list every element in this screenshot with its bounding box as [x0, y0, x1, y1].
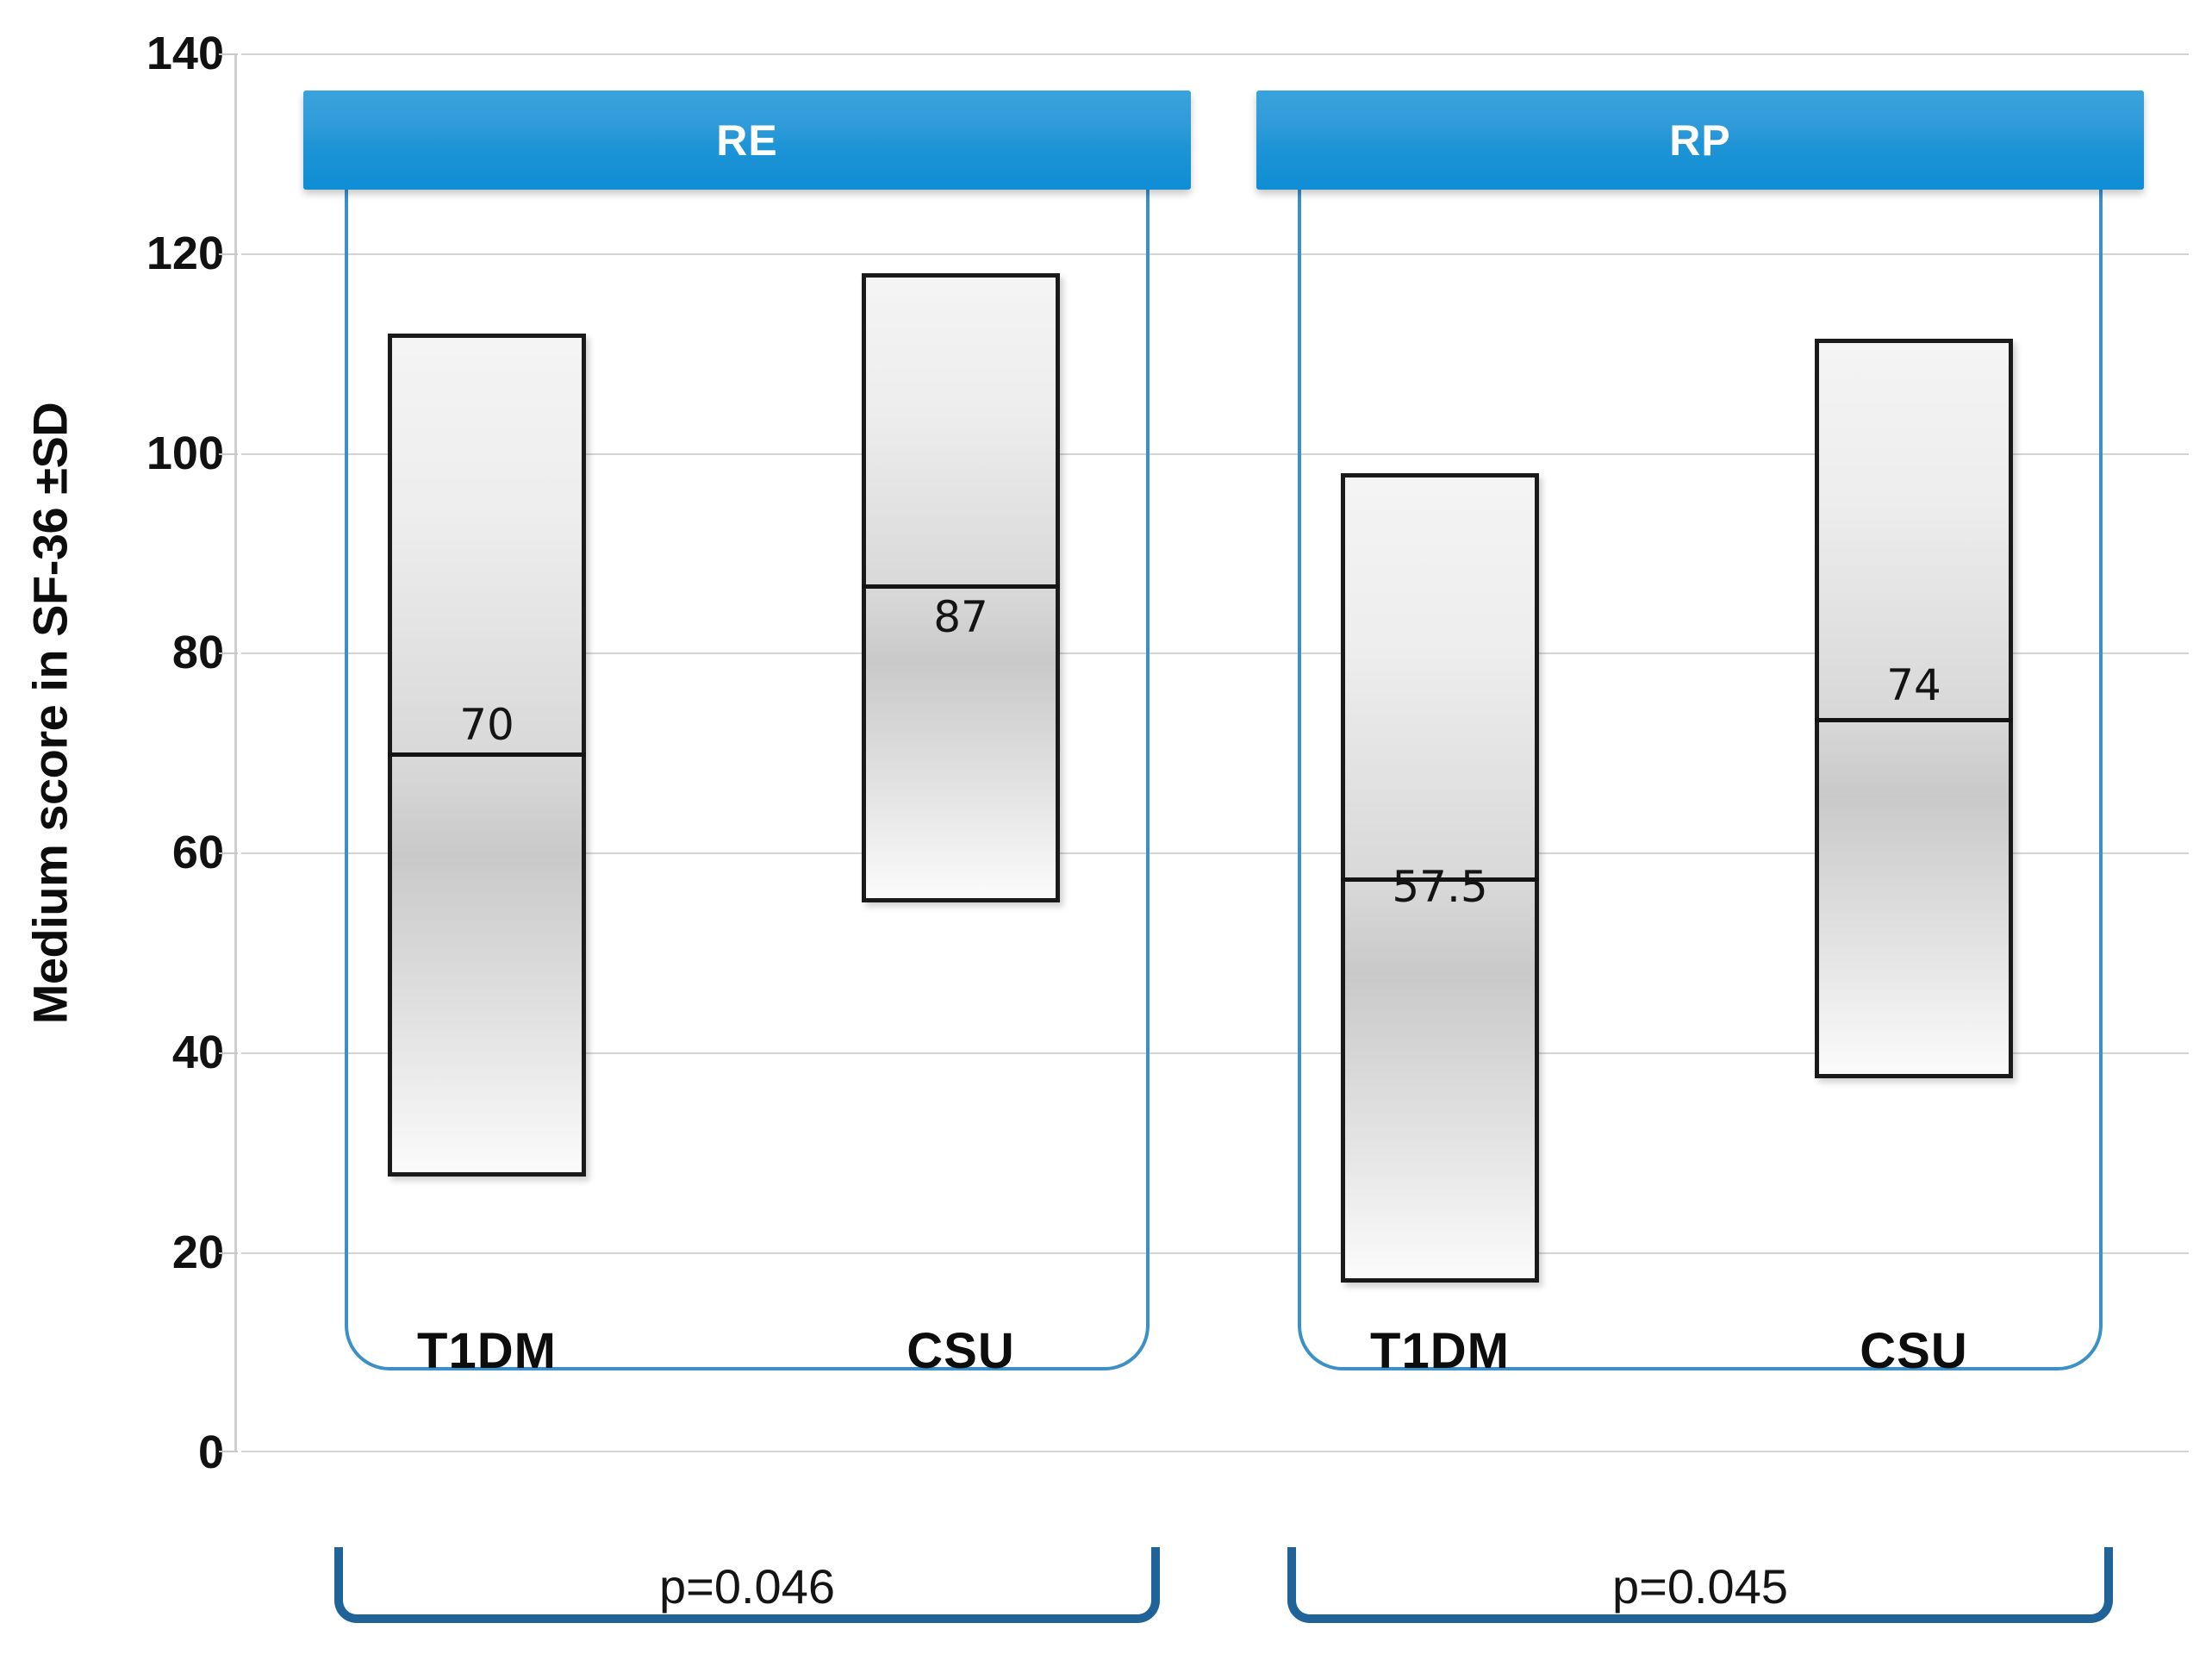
- gridline-80: [241, 652, 2189, 654]
- group-banner-rp-label: RP: [1669, 115, 1731, 165]
- p-value-label-rp: p=0.045: [1612, 1559, 1788, 1614]
- p-value-bracket-rp: [1287, 1547, 2113, 1623]
- gridline-0: [241, 1451, 2189, 1452]
- value-label-rp-csu: 74: [1886, 660, 1941, 710]
- y-tick-label-40: 40: [171, 1027, 224, 1078]
- value-label-re-t1dm: 70: [459, 700, 514, 750]
- group-outline-rp: [1298, 138, 2103, 1370]
- y-tick-mark-100: [219, 453, 238, 455]
- median-line-rp-csu: [1815, 718, 2013, 722]
- y-tick-label-100: 100: [146, 428, 224, 479]
- y-axis-title: Medium score in SF-36 ±SD: [22, 402, 78, 1025]
- p-value-bracket-re: [334, 1547, 1160, 1623]
- gridline-60: [241, 852, 2189, 854]
- y-tick-label-20: 20: [171, 1227, 224, 1278]
- group-banner-re-label: RE: [716, 115, 778, 165]
- gridline-140: [241, 53, 2189, 55]
- range-bar-re-csu: [862, 273, 1060, 902]
- median-line-re-csu: [862, 584, 1060, 589]
- range-bar-rp-t1dm: [1341, 473, 1539, 1283]
- category-label-rp-csu: CSU: [1860, 1323, 1968, 1379]
- y-tick-mark-140: [219, 53, 238, 55]
- gridline-120: [241, 253, 2189, 255]
- gridline-20: [241, 1252, 2189, 1254]
- value-label-re-csu: 87: [933, 592, 988, 642]
- y-tick-label-0: 0: [197, 1426, 224, 1478]
- y-tick-label-60: 60: [171, 827, 224, 878]
- y-tick-mark-20: [219, 1252, 238, 1254]
- y-tick-label-80: 80: [171, 627, 224, 678]
- y-tick-mark-80: [219, 652, 238, 654]
- y-tick-mark-120: [219, 253, 238, 255]
- value-label-rp-t1dm: 57.5: [1392, 862, 1488, 912]
- y-tick-label-140: 140: [146, 28, 224, 79]
- group-banner-rp: RP: [1256, 91, 2144, 190]
- median-line-rp-t1dm: [1341, 877, 1539, 882]
- group-outline-re: [345, 138, 1150, 1370]
- median-line-re-t1dm: [388, 752, 586, 757]
- p-value-label-re: p=0.046: [659, 1559, 835, 1614]
- category-label-re-t1dm: T1DM: [417, 1323, 557, 1379]
- y-tick-mark-60: [219, 852, 238, 854]
- category-label-re-csu: CSU: [907, 1323, 1015, 1379]
- range-bar-re-t1dm: [388, 334, 586, 1177]
- y-tick-mark-40: [219, 1052, 238, 1054]
- group-banner-re: RE: [303, 91, 1191, 190]
- category-label-rp-t1dm: T1DM: [1370, 1323, 1510, 1379]
- y-tick-label-120: 120: [146, 228, 224, 279]
- y-tick-mark-0: [219, 1451, 238, 1452]
- range-bar-rp-csu: [1815, 339, 2013, 1078]
- gridline-40: [241, 1052, 2189, 1054]
- gridline-100: [241, 453, 2189, 455]
- plot-area: [219, 53, 2189, 1452]
- y-axis-line: [234, 53, 237, 1452]
